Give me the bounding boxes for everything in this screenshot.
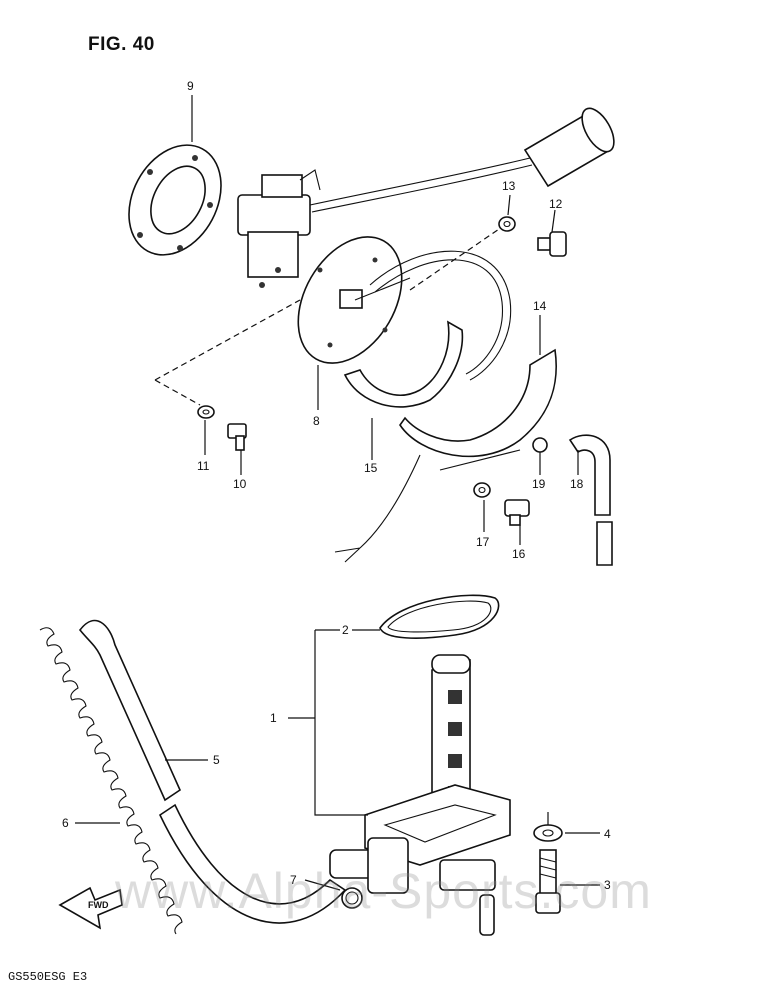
o-ring-2[interactable] [379,594,500,639]
callout-7: 7 [290,873,297,887]
callout-10: 10 [233,477,247,491]
callout-17: 17 [476,535,490,549]
assembly-leaders [154,224,506,406]
hose-18[interactable] [568,434,613,566]
fuel-cock-1[interactable] [329,654,511,936]
clamp-7[interactable] [341,887,363,909]
mounting-plate-8[interactable] [277,219,423,382]
callout-8: 8 [313,414,320,428]
forward-arrow-mark: FWD [58,886,123,930]
callout-1: 1 [270,711,277,725]
fwd-label: FWD [88,900,109,910]
coil-spring-6[interactable] [39,627,183,935]
fuel-hose-5[interactable] [78,619,347,924]
washer-11[interactable] [197,405,215,419]
screw-12[interactable] [537,231,567,257]
washer-4[interactable] [533,824,563,842]
watermark: www.Alpha-Sports.com [115,863,652,919]
fuel-gauge-sender[interactable] [237,157,533,288]
callout-11: 11 [197,459,210,473]
callout-16: 16 [512,547,526,561]
washer-17[interactable] [473,482,491,498]
screw-10[interactable] [227,423,247,451]
callout-13: 13 [502,179,516,193]
callout-2: 2 [342,623,349,637]
screw-16[interactable] [504,499,530,526]
wiring-harness[interactable] [334,250,512,563]
model-code: GS550ESG E3 [8,970,88,984]
callout-18: 18 [570,477,584,491]
bolt-3[interactable] [535,849,561,914]
callout-5: 5 [213,753,220,767]
callout-6: 6 [62,816,69,830]
clamp-19[interactable] [532,437,548,453]
callout-12: 12 [549,197,563,211]
callout-9: 9 [187,79,194,93]
callout-19: 19 [532,477,546,491]
gasket-9[interactable] [111,129,240,271]
figure-title: FIG. 40 [88,34,155,55]
protector-cover-14[interactable] [399,348,558,471]
float[interactable] [523,103,620,188]
callout-leaders [75,95,600,891]
callout-14: 14 [533,299,547,313]
callout-4: 4 [604,827,611,841]
callout-labels: 9 8 15 13 12 14 11 10 17 16 19 18 2 1 4 … [62,79,611,892]
protector-cover-15[interactable] [343,320,464,408]
washer-13[interactable] [498,216,516,232]
callout-15: 15 [364,461,378,475]
callout-3: 3 [604,878,611,892]
